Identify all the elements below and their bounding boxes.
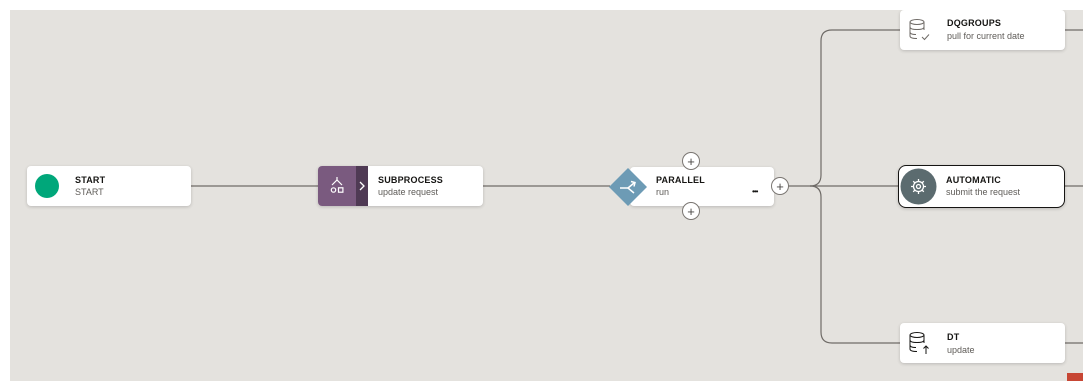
automatic-node-title: AUTOMATIC <box>946 175 1001 185</box>
dt-node-subtitle: update <box>947 345 975 355</box>
parallel-node[interactable]: PARALLEL run ••• <box>630 167 774 206</box>
database-check-icon <box>907 18 933 44</box>
subprocess-node-title: SUBPROCESS <box>378 175 444 185</box>
connector-branch-dt <box>809 185 900 344</box>
dqgroups-node-title: DQGROUPS <box>947 18 1002 28</box>
database-upload-icon <box>907 331 933 357</box>
add-node-right-button[interactable]: + <box>771 177 789 195</box>
start-node[interactable]: START START <box>27 166 191 206</box>
parallel-node-subtitle: run <box>656 187 670 197</box>
start-node-subtitle: START <box>75 187 104 197</box>
add-node-bottom-button[interactable]: + <box>682 202 700 220</box>
connector-lines <box>191 29 1083 344</box>
subprocess-node[interactable]: SUBPROCESS update request <box>318 166 483 206</box>
parallel-split-icon <box>608 167 648 207</box>
start-node-title: START <box>75 175 106 185</box>
gear-icon <box>900 168 937 205</box>
connector-branch-dqgroups <box>809 29 900 187</box>
dt-node[interactable]: DT update <box>900 323 1065 363</box>
chevron-right-icon[interactable] <box>356 166 368 206</box>
more-options-button[interactable]: ••• <box>752 187 758 196</box>
start-circle-icon <box>35 174 59 198</box>
status-indicator <box>1067 373 1083 381</box>
add-node-top-button[interactable]: + <box>682 152 700 170</box>
flow-canvas[interactable]: START START SUBPROCESS update request PA… <box>10 10 1083 381</box>
dt-node-title: DT <box>947 332 960 342</box>
automatic-node-subtitle: submit the request <box>946 187 1021 197</box>
dqgroups-node[interactable]: DQGROUPS pull for current date <box>900 10 1065 50</box>
parallel-node-title: PARALLEL <box>656 175 705 185</box>
dqgroups-node-subtitle: pull for current date <box>947 31 1025 41</box>
subprocess-icon <box>318 166 356 206</box>
subprocess-node-subtitle: update request <box>378 187 439 197</box>
